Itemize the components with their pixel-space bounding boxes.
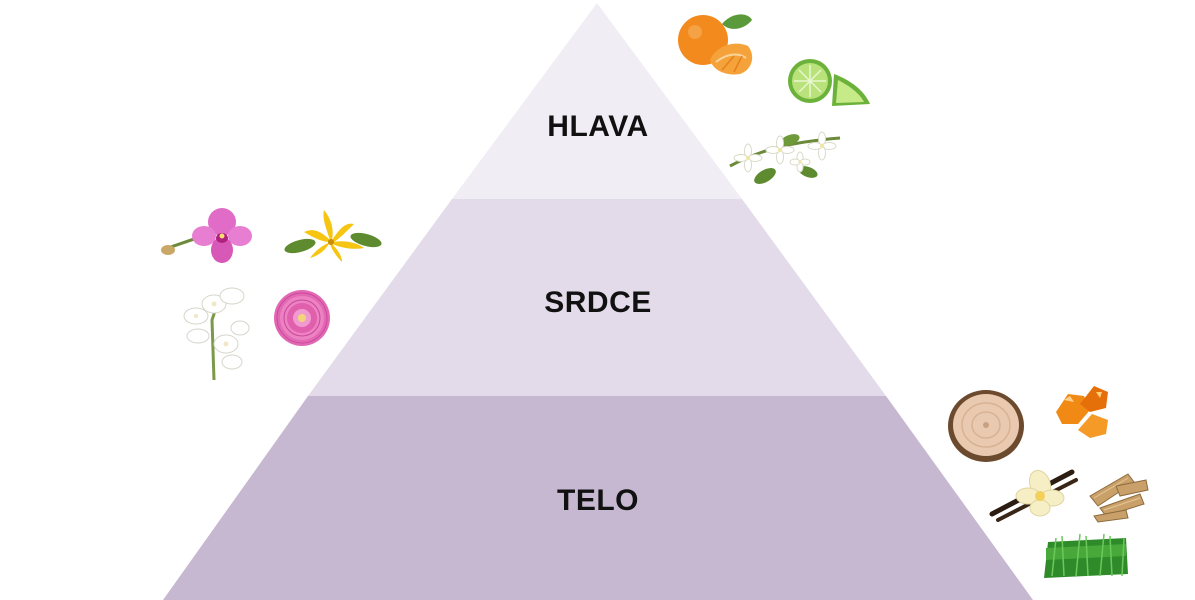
tier-label-top: HLAVA xyxy=(547,110,648,143)
grass-icon xyxy=(1044,533,1128,578)
tier-top xyxy=(452,3,742,199)
lime-icon xyxy=(788,59,870,106)
jasmine-icon xyxy=(729,131,841,184)
amber-icon xyxy=(1056,386,1108,438)
orchid-icon xyxy=(161,208,252,263)
mandarin-icon xyxy=(678,14,753,75)
sandalwood-icon xyxy=(1089,473,1149,523)
tuberose-icon xyxy=(183,287,250,381)
rose-icon xyxy=(274,290,330,346)
tier-middle xyxy=(308,199,886,396)
tier-label-middle: SRDCE xyxy=(544,286,652,319)
ylang-ylang-icon xyxy=(284,210,382,262)
vanilla-icon xyxy=(989,469,1078,522)
wood-slice-icon xyxy=(948,390,1024,462)
tier-label-bottom: TELO xyxy=(557,484,639,517)
tier-bottom xyxy=(163,396,1033,600)
